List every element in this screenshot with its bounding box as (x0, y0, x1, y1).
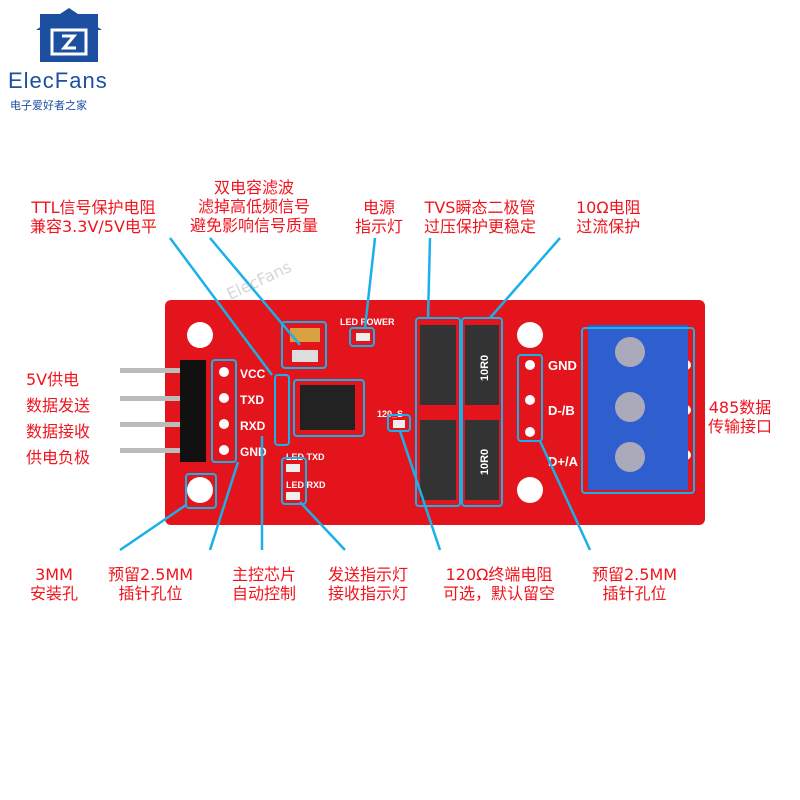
label-ttl-resistor: TTL信号保护电阻兼容3.3V/5V电平 (30, 198, 157, 236)
mount-hole (517, 477, 543, 503)
left-pin-holes (219, 367, 229, 455)
highlight-boxes (185, 317, 695, 509)
termination-resistor-pad (393, 420, 405, 428)
screw-icon (615, 392, 645, 422)
rxd-led (286, 492, 300, 500)
elecfans-logo-icon (36, 8, 102, 62)
logo-name: ElecFans (8, 68, 108, 93)
screw-icon (615, 442, 645, 472)
silk-txd: TXD (240, 393, 264, 407)
annotation-arrows (119, 237, 592, 552)
silk-vcc: VCC (240, 367, 266, 381)
tvs-diode (420, 325, 456, 405)
label-main-chip: 主控芯片自动控制 (232, 565, 297, 603)
power-led (356, 333, 370, 341)
screw-icon (615, 337, 645, 367)
label-tvs-diode: TVS瞬态二极管过压保护更稳定 (424, 198, 537, 236)
main-chip (300, 385, 355, 430)
label-120ohm-resistor: 120Ω终端电阻可选，默认留空 (443, 565, 556, 603)
resistor-code: 10R0 (479, 449, 491, 475)
mount-hole (517, 322, 543, 348)
silk-led-txd: LED TXD (286, 452, 325, 462)
txd-led (286, 464, 300, 472)
resistor-code: 10R0 (479, 355, 491, 381)
silk-gnd: GND (240, 445, 267, 459)
silk-led-power: LED POWER (340, 317, 395, 327)
label-485-interface: 485数据传输接口 (708, 398, 773, 436)
silk-d-plus: D+/A (548, 454, 579, 469)
label-tx-rx-leds: 发送指示灯接收指示灯 (328, 565, 409, 603)
silk-gnd-right: GND (548, 358, 577, 373)
label-power-led: 电源指示灯 (355, 198, 404, 236)
mount-hole (187, 477, 213, 503)
logo-subtitle: 电子爱好者之家 (10, 99, 87, 112)
tvs-diode (420, 420, 456, 500)
silk-rxd: RXD (240, 419, 266, 433)
label-left-pins: 5V供电数据发送数据接收供电负极 (26, 370, 91, 467)
label-10ohm-resistor: 10Ω电阻过流保护 (576, 198, 641, 236)
silk-d-minus: D-/B (548, 403, 575, 418)
label-filter-capacitors: 双电容滤波滤掉高低频信号避免影响信号质量 (190, 178, 319, 235)
resistor-10r (465, 325, 499, 405)
mount-hole (187, 322, 213, 348)
capacitor-c2 (292, 350, 318, 362)
silk-120: 120_S (377, 409, 403, 419)
capacitor-c1 (290, 328, 320, 342)
header-pins (120, 360, 206, 462)
resistor-10r (465, 420, 499, 500)
